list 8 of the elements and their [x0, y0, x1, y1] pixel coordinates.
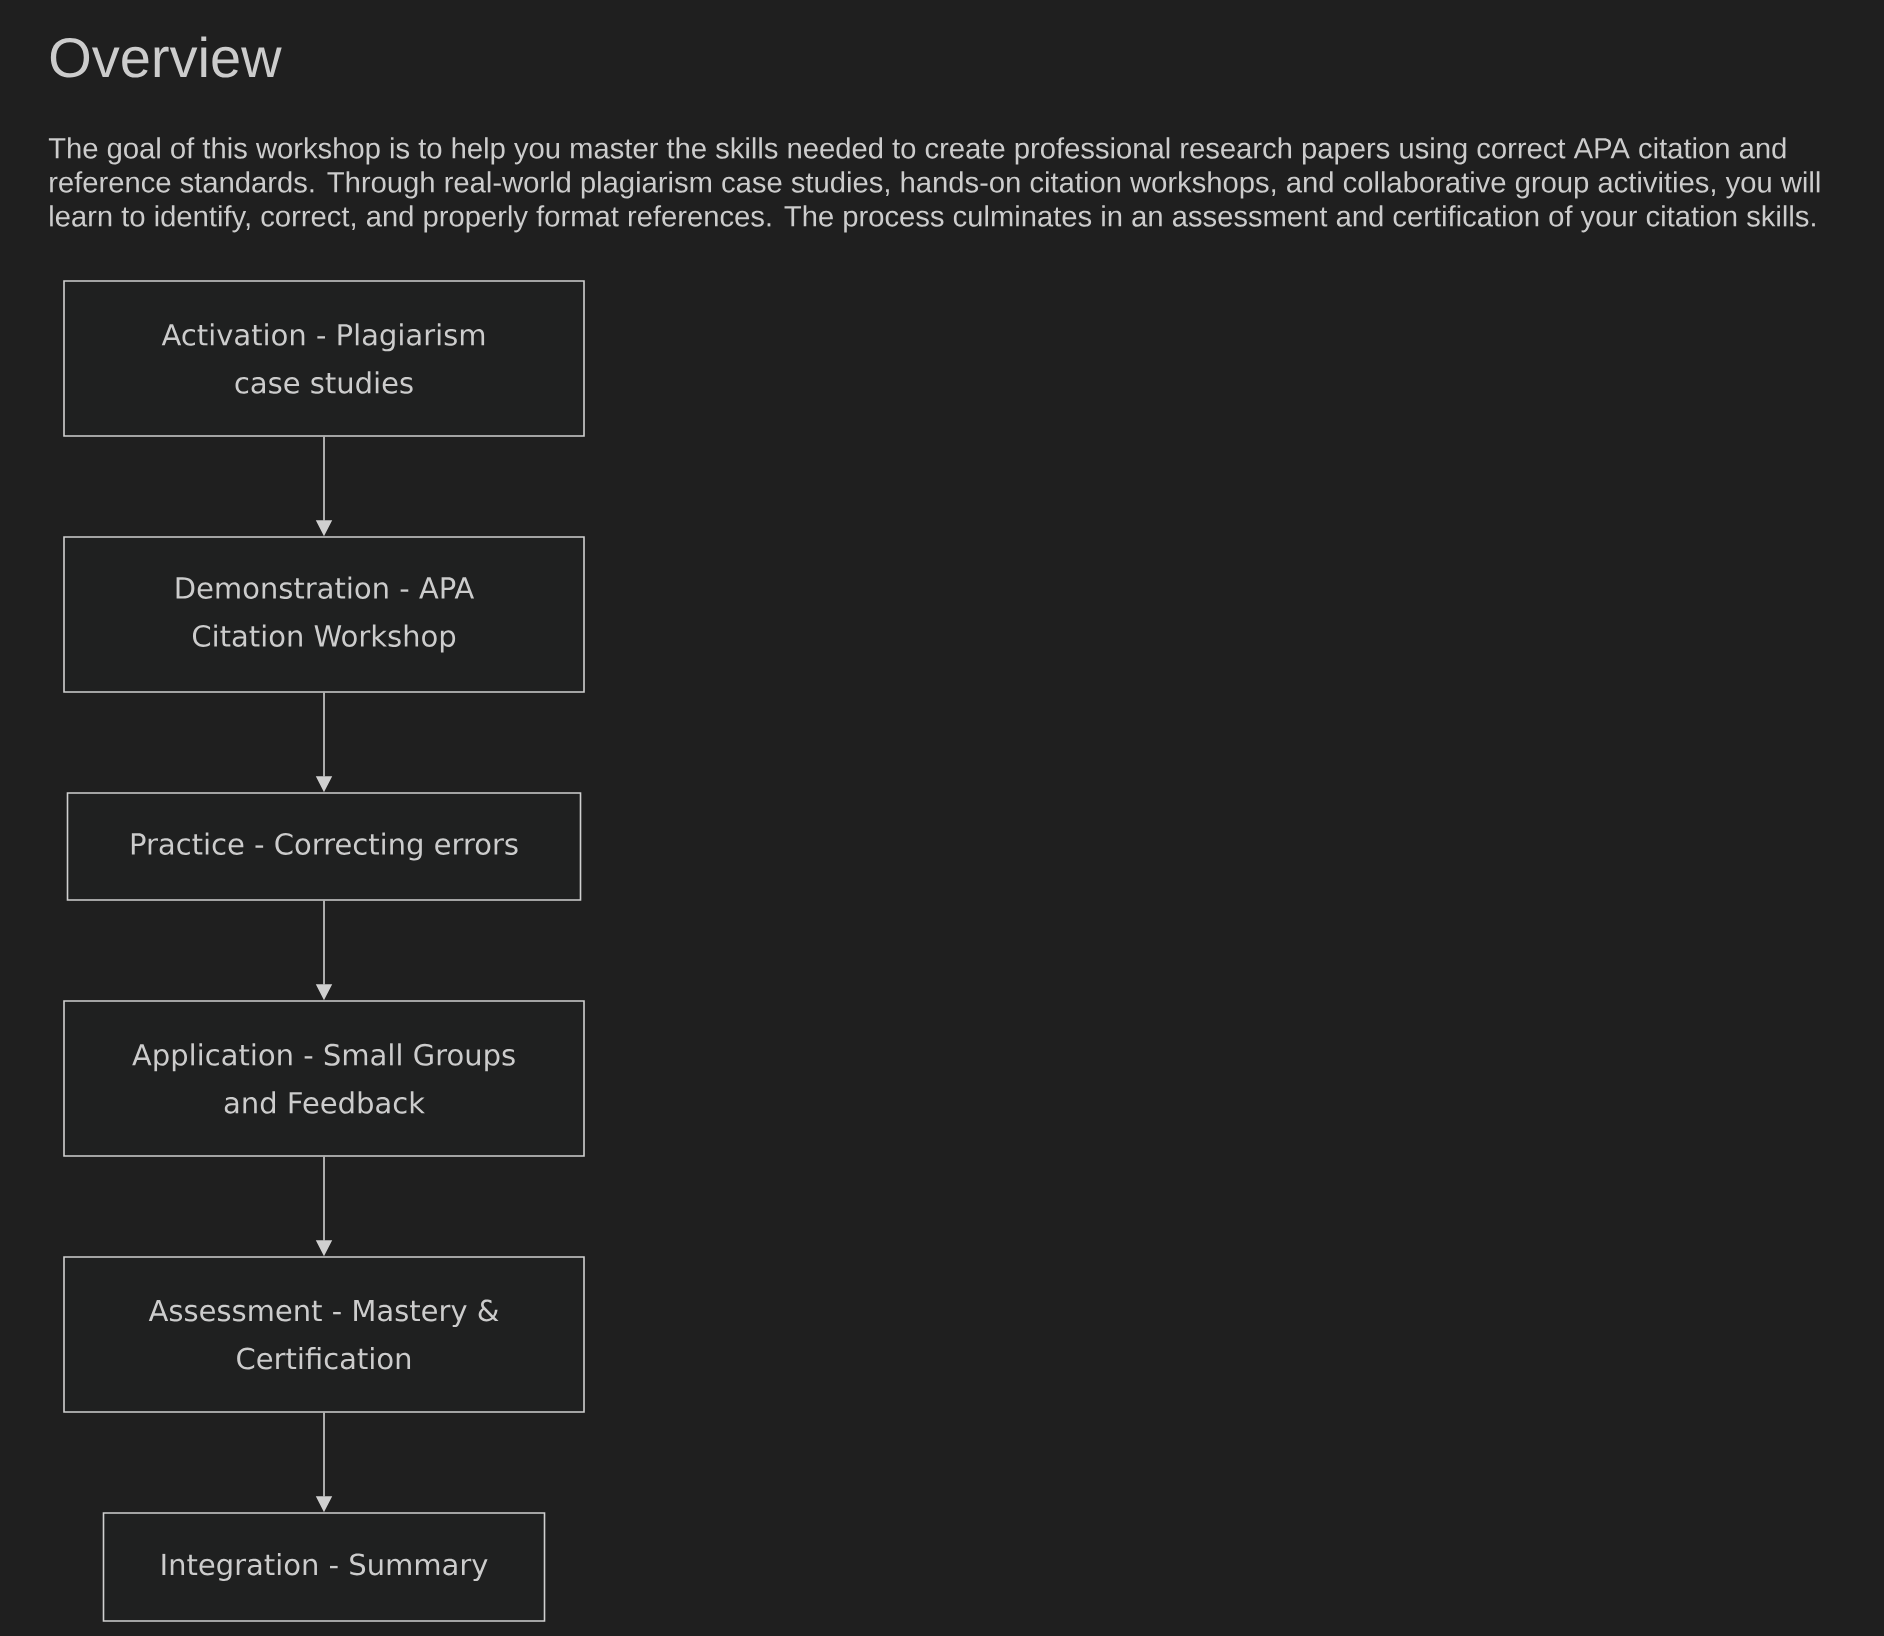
paragraph: The goal of this workshop is to help you master the skills needed to create professional research papers using correct APA citation and reference standards. Through real-world plagiarism case studies, hands-on citation workshops, and collaborative group activities, you will learn to identify, correct, and properly format references. The process culminates in an assessment and certification of your citation skills. [48, 137, 1820, 233]
process-box: Integration - Summary [102, 1512, 546, 1622]
process-box: Demonstration - APA Citation Workshop [63, 536, 585, 693]
process-box: Assessment - Mastery & Certification [63, 1256, 585, 1413]
process-box: Activation - Plagiarism case studies [63, 280, 585, 437]
process-box: Application - Small Groups and Feedback [63, 1000, 585, 1157]
title: Overview [50, 36, 282, 78]
process-box: Practice - Correcting errors [66, 792, 582, 901]
